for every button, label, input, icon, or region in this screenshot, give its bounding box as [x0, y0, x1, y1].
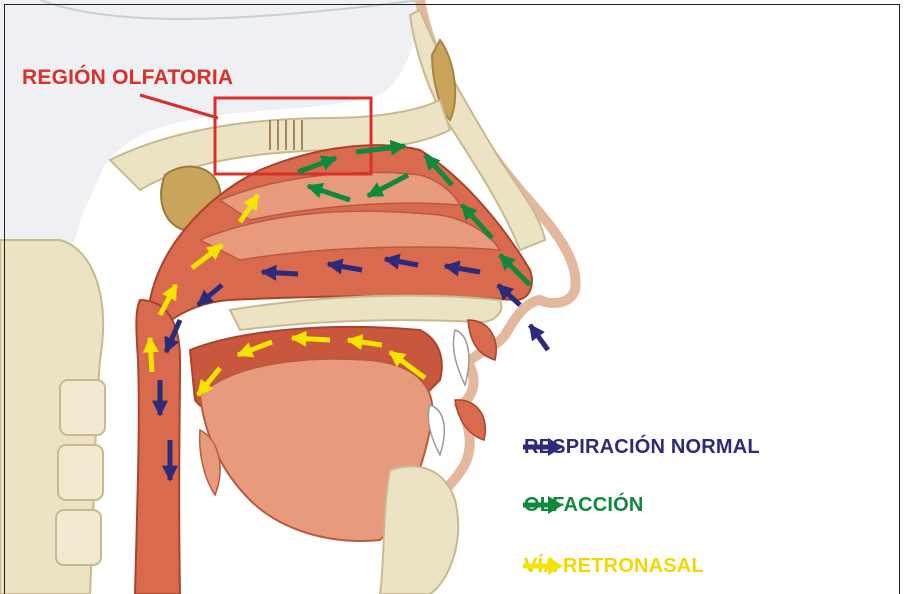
- legend-item-normal-respiration: RESPIRACIÓN NORMAL: [520, 432, 760, 462]
- legend-arrow-icon: [520, 551, 566, 581]
- legend-arrow-icon: [520, 432, 566, 462]
- mandible: [380, 466, 458, 594]
- olfactory-region-label: REGIÓN OLFATORIA: [22, 66, 233, 90]
- vertebra: [56, 510, 101, 565]
- legend-item-retronasal: VÍA RETRONASAL: [520, 551, 704, 581]
- lower-tooth: [428, 405, 444, 455]
- legend-arrow-icon: [520, 490, 566, 520]
- yellow-arrow: [292, 338, 330, 340]
- upper-tooth: [453, 330, 468, 385]
- hard-palate: [230, 296, 501, 330]
- legend-item-olfaction: OLFACCIÓN: [520, 490, 644, 520]
- yellow-arrow: [150, 338, 152, 372]
- pharynx: [135, 300, 180, 594]
- vertebra: [58, 445, 103, 500]
- blue-arrow: [262, 272, 298, 274]
- vertebra: [60, 380, 105, 435]
